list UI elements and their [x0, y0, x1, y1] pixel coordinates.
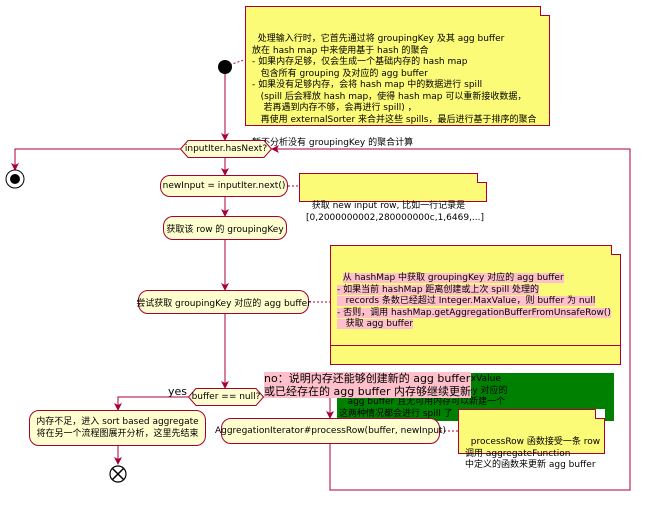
label-yes-branch: yes	[168, 385, 188, 398]
decision-buffer-null-shape	[188, 388, 264, 406]
edge-loop-back	[271, 145, 631, 491]
decision-has-next-shape	[180, 140, 272, 158]
activity-process-row: AggregationIterator#processRow(buffer, n…	[215, 418, 446, 444]
note-fold	[595, 409, 605, 419]
note-hash-aggregation: 处理输入行时，它首先通过将 groupingKey 及其 agg buffer …	[245, 6, 550, 148]
decision-buffer-null: buffer == null?	[188, 388, 264, 406]
note-process-row: processRow 函数接受一条 row 调用 aggregateFuncti…	[458, 409, 605, 470]
decision-has-next: inputIter.hasNext?	[180, 140, 272, 158]
start-node	[218, 60, 232, 74]
activity-next-row-label: newInput = inputIter.next()	[162, 181, 286, 191]
activity-sort-based-aggregate-label: 内存不足，进入 sort based aggregate 将在另一个流程图展开分…	[36, 417, 199, 439]
activity-get-agg-buffer: 尝试获取 groupingKey 对应的 agg buffer	[136, 290, 311, 314]
note-hash-aggregation-text: 处理输入行时，它首先通过将 groupingKey 及其 agg buffer …	[252, 34, 537, 148]
label-no-branch: no：说明内存还能够创建新的 agg buffer 或已经存在的 agg buf…	[264, 372, 472, 398]
note-agg-buffer-pink-text: 从 hashMap 中获取 groupingKey 对应的 agg buffer…	[337, 273, 611, 329]
note-agg-buffer: 从 hashMap 中获取 groupingKey 对应的 agg buffer…	[330, 245, 621, 421]
decision-buffer-null-label: buffer == null?	[191, 392, 261, 402]
end-node-inner	[10, 174, 20, 184]
note-link-top	[225, 59, 245, 67]
note-fold	[611, 245, 621, 255]
note-divider	[331, 345, 620, 346]
activity-sort-based-aggregate: 内存不足，进入 sort based aggregate 将在另一个流程图展开分…	[29, 410, 206, 446]
decision-has-next-label: inputIter.hasNext?	[184, 144, 268, 154]
note-fold	[540, 6, 550, 16]
note-input-row: 获取 new input row, 比如一行记录是 [0,2000000002,…	[299, 173, 487, 223]
note-process-row-text: processRow 函数接受一条 row 调用 aggregateFuncti…	[465, 437, 601, 470]
edge-yes	[114, 396, 190, 411]
activity-get-grouping-key-label: 获取该 row 的 groupingKey	[166, 224, 284, 235]
edge-loop-exit	[11, 148, 180, 171]
edge-no	[262, 396, 334, 419]
note-input-row-text: 获取 new input row, 比如一行记录是 [0,2000000002,…	[306, 201, 485, 223]
activity-get-agg-buffer-label: 尝试获取 groupingKey 对应的 agg buffer	[136, 298, 311, 309]
stop-node-cross-b	[111, 467, 125, 481]
activity-get-grouping-key: 获取该 row 的 groupingKey	[163, 216, 287, 240]
note-fold	[477, 173, 487, 183]
activity-process-row-label: AggregationIterator#processRow(buffer, n…	[214, 426, 447, 436]
activity-next-row: newInput = inputIter.next()	[160, 175, 288, 197]
